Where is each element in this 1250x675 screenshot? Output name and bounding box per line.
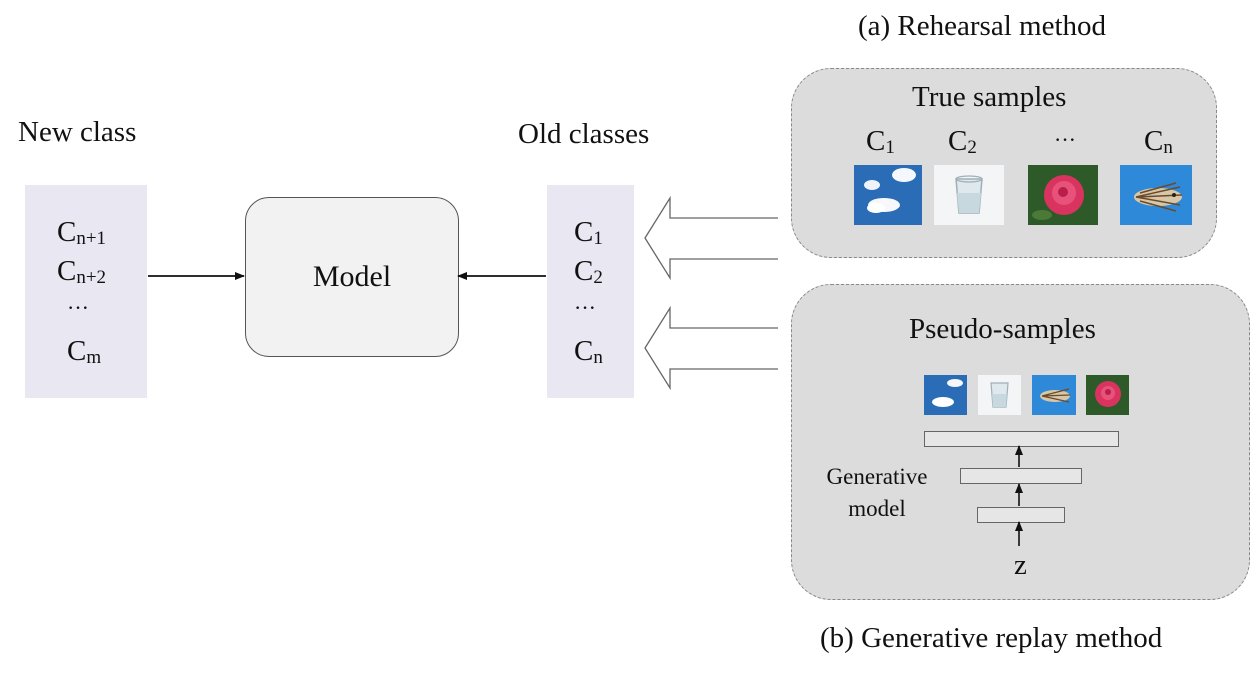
block-arrow-rehearsal — [644, 195, 778, 281]
old-classes-heading: Old classes — [518, 118, 650, 150]
old-classes-column: C1 C2 ··· Cn — [547, 185, 634, 398]
true-samples-panel: True samples C1 C2 ··· Cn — [791, 68, 1217, 258]
new-class-heading: New class — [18, 116, 137, 148]
true-sample-label: Cn — [1144, 125, 1173, 158]
pink-rose-image — [1086, 375, 1129, 415]
old-class-item: C2 — [574, 255, 603, 288]
true-sample-label: C1 — [866, 125, 895, 158]
title-rehearsal-method: (a) Rehearsal method — [858, 10, 1107, 42]
lionfish-image — [1120, 165, 1192, 225]
model-box: Model — [245, 197, 459, 357]
pseudo-samples-panel: Pseudo-samples Generati — [791, 284, 1250, 600]
sky-clouds-image — [924, 375, 967, 415]
sky-clouds-image — [854, 165, 922, 225]
pink-rose-image — [1028, 165, 1098, 225]
pseudo-samples-heading: Pseudo-samples — [909, 313, 1096, 345]
block-arrow-generative-replay — [644, 305, 778, 391]
true-sample-ellipsis: ··· — [1054, 127, 1076, 152]
lionfish-image — [1032, 375, 1076, 415]
model-label: Model — [312, 260, 392, 293]
water-glass-image — [934, 165, 1004, 225]
new-class-item: Cn+1 — [57, 216, 107, 249]
new-class-column: Cn+1 Cn+2 ··· Cm — [25, 185, 147, 398]
generative-model-label: Generative model — [826, 464, 928, 521]
true-samples-heading: True samples — [912, 81, 1067, 113]
true-sample-label: C2 — [948, 125, 977, 158]
new-class-ellipsis: ··· — [67, 295, 89, 320]
old-class-item: Cn — [574, 335, 603, 368]
title-generative-replay-method: (b) Generative replay method — [820, 622, 1163, 654]
old-class-item: C1 — [574, 216, 603, 249]
water-glass-image — [978, 375, 1021, 415]
latent-z-label: z — [1014, 549, 1027, 581]
new-class-item: Cn+2 — [57, 255, 107, 288]
old-classes-ellipsis: ··· — [574, 295, 596, 320]
new-class-item: Cm — [67, 335, 102, 368]
